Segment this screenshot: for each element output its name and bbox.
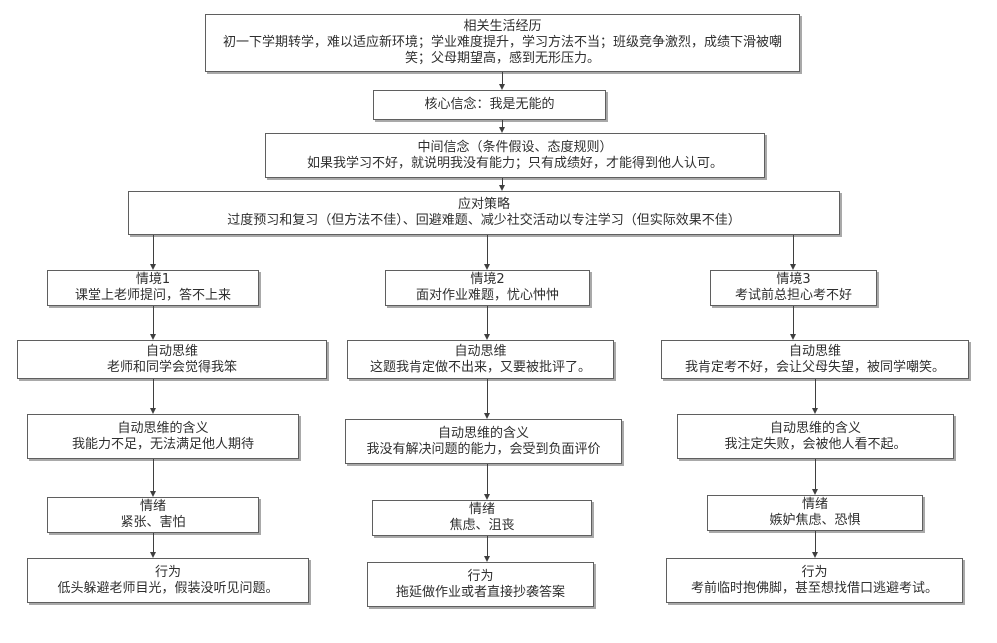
down-arrow-connector bbox=[499, 178, 505, 191]
down-arrow-connector bbox=[150, 379, 156, 414]
emotion-2-box: 情绪 焦虑、沮丧 bbox=[372, 500, 592, 536]
down-arrow-connector bbox=[150, 306, 156, 340]
thought-meaning-3-box: 自动思维的含义 我注定失败，会被他人看不起。 bbox=[677, 414, 954, 459]
life-experience-title: 相关生活经历 bbox=[463, 19, 542, 34]
down-arrow-connector bbox=[812, 459, 818, 495]
automatic-thought-2-body: 这题我肯定做不出来，又要被批评了。 bbox=[369, 359, 591, 375]
emotion-3-box: 情绪 嫉妒焦虑、恐惧 bbox=[707, 495, 923, 531]
automatic-thought-1-title: 自动思维 bbox=[145, 343, 198, 359]
down-arrow-connector bbox=[484, 235, 490, 270]
behavior-1-body: 低头躲避老师目光，假装没听见问题。 bbox=[57, 580, 279, 596]
situation-1-title: 情境1 bbox=[135, 272, 171, 287]
down-arrow-connector bbox=[812, 531, 818, 558]
down-arrow-connector bbox=[812, 379, 818, 414]
situation-2-box: 情境2 面对作业难题，忧心忡忡 bbox=[385, 270, 590, 306]
thought-meaning-1-title: 自动思维的含义 bbox=[117, 420, 209, 436]
behavior-3-body: 考前临时抱佛脚，甚至想找借口逃避考试。 bbox=[690, 580, 938, 596]
situation-1-box: 情境1 课堂上老师提问，答不上来 bbox=[47, 270, 259, 306]
automatic-thought-3-title: 自动思维 bbox=[788, 343, 841, 359]
down-arrow-connector bbox=[150, 459, 156, 497]
thought-meaning-1-body: 我能力不足，无法满足他人期待 bbox=[71, 436, 254, 452]
behavior-2-body: 拖延做作业或者直接抄袭答案 bbox=[395, 584, 565, 600]
thought-meaning-3-body: 我注定失败，会被他人看不起。 bbox=[724, 436, 907, 452]
thought-meaning-2-title: 自动思维的含义 bbox=[437, 425, 529, 441]
thought-meaning-2-box: 自动思维的含义 我没有解决问题的能力，会受到负面评价 bbox=[345, 419, 622, 464]
behavior-1-box: 行为 低头躲避老师目光，假装没听见问题。 bbox=[27, 558, 309, 603]
thought-meaning-2-body: 我没有解决问题的能力，会受到负面评价 bbox=[366, 441, 601, 457]
intermediate-belief-box: 中间信念（条件假设、态度规则） 如果我学习不好，就说明我没有能力；只有成绩好，才… bbox=[265, 133, 765, 178]
emotion-3-title: 情绪 bbox=[801, 497, 828, 512]
behavior-3-box: 行为 考前临时抱佛脚，甚至想找借口逃避考试。 bbox=[666, 558, 963, 603]
down-arrow-connector bbox=[484, 379, 490, 419]
automatic-thought-3-body: 我肯定考不好，会让父母失望，被同学嘲笑。 bbox=[684, 359, 945, 375]
situation-3-box: 情境3 考试前总担心考不好 bbox=[710, 270, 877, 306]
down-arrow-connector bbox=[790, 235, 796, 270]
intermediate-belief-body: 如果我学习不好，就说明我没有能力；只有成绩好，才能得到他人认可。 bbox=[306, 155, 723, 171]
situation-2-title: 情境2 bbox=[470, 272, 505, 287]
automatic-thought-1-box: 自动思维 老师和同学会觉得我笨 bbox=[17, 340, 327, 379]
behavior-1-title: 行为 bbox=[154, 564, 181, 580]
thought-meaning-3-title: 自动思维的含义 bbox=[769, 420, 861, 436]
thought-meaning-1-box: 自动思维的含义 我能力不足，无法满足他人期待 bbox=[27, 414, 299, 459]
intermediate-belief-title: 中间信念（条件假设、态度规则） bbox=[417, 139, 613, 155]
down-arrow-connector bbox=[484, 464, 490, 500]
automatic-thought-2-title: 自动思维 bbox=[454, 343, 507, 359]
automatic-thought-1-body: 老师和同学会觉得我笨 bbox=[106, 359, 237, 375]
down-arrow-connector bbox=[499, 120, 505, 133]
emotion-1-body: 紧张、害怕 bbox=[120, 515, 186, 530]
automatic-thought-2-box: 自动思维 这题我肯定做不出来，又要被批评了。 bbox=[347, 340, 614, 379]
emotion-1-box: 情绪 紧张、害怕 bbox=[47, 497, 259, 533]
emotion-1-title: 情绪 bbox=[139, 499, 166, 514]
situation-2-body: 面对作业难题，忧心忡忡 bbox=[415, 288, 559, 303]
down-arrow-connector bbox=[790, 306, 796, 340]
life-experience-box: 相关生活经历 初一下学期转学，难以适应新环境；学业难度提升，学习方法不当；班级竞… bbox=[205, 14, 800, 72]
emotion-2-title: 情绪 bbox=[468, 502, 495, 517]
coping-strategy-box: 应对策略 过度预习和复习（但方法不佳）、回避难题、减少社交活动以专注学习（但实际… bbox=[128, 191, 840, 235]
down-arrow-connector bbox=[150, 533, 156, 558]
situation-3-title: 情境3 bbox=[776, 272, 811, 287]
coping-strategy-body: 过度预习和复习（但方法不佳）、回避难题、减少社交活动以专注学习（但实际效果不佳） bbox=[227, 213, 741, 228]
situation-3-body: 考试前总担心考不好 bbox=[734, 288, 852, 303]
down-arrow-connector bbox=[484, 306, 490, 340]
emotion-3-body: 嫉妒焦虑、恐惧 bbox=[769, 513, 861, 528]
situation-1-body: 课堂上老师提问，答不上来 bbox=[74, 288, 231, 303]
behavior-3-title: 行为 bbox=[801, 564, 828, 580]
behavior-2-title: 行为 bbox=[467, 568, 494, 584]
down-arrow-connector bbox=[484, 536, 490, 562]
life-experience-body: 初一下学期转学，难以适应新环境；学业难度提升，学习方法不当；班级竞争激烈，成绩下… bbox=[222, 35, 782, 66]
coping-strategy-title: 应对策略 bbox=[457, 197, 510, 212]
emotion-2-body: 焦虑、沮丧 bbox=[449, 518, 515, 533]
core-belief-label: 核心信念：我是无能的 bbox=[424, 97, 555, 112]
behavior-2-box: 行为 拖延做作业或者直接抄袭答案 bbox=[367, 562, 594, 607]
automatic-thought-3-box: 自动思维 我肯定考不好，会让父母失望，被同学嘲笑。 bbox=[661, 340, 969, 379]
down-arrow-connector bbox=[499, 72, 505, 90]
core-belief-box: 核心信念：我是无能的 bbox=[373, 90, 606, 120]
down-arrow-connector bbox=[150, 235, 156, 270]
